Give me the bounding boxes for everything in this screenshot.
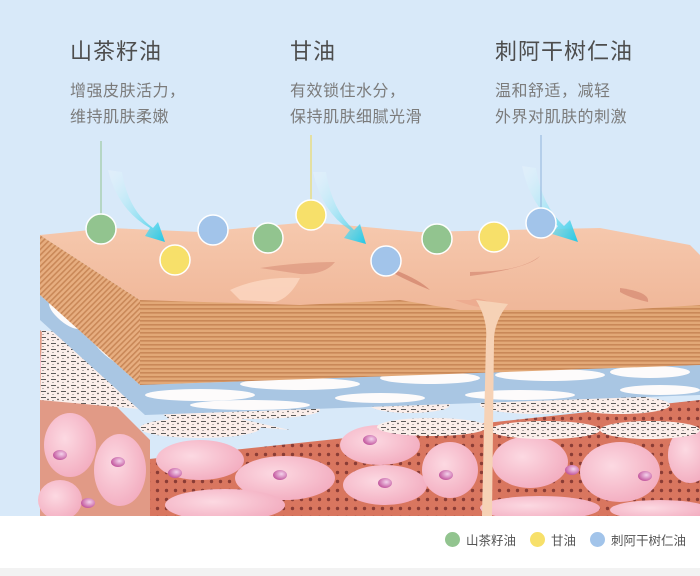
cell-group	[38, 329, 700, 516]
callout-title: 山茶籽油	[70, 40, 163, 65]
callout-desc-line: 有效锁住水分，	[290, 81, 406, 100]
skin-cross-section-illustration	[38, 135, 700, 516]
callout-title: 甘油	[290, 40, 337, 65]
bottom-divider	[0, 568, 700, 576]
callout-desc-line: 外界对肌肤的刺激	[495, 107, 628, 126]
legend-label: 山茶籽油	[465, 533, 516, 548]
legend-item-argan: 刺阿干树仁油	[589, 530, 686, 549]
stratum-side	[40, 235, 140, 385]
nuclei	[53, 363, 652, 508]
legend-bar: 山茶籽油 甘油 刺阿干树仁油	[0, 516, 700, 568]
skin-surface	[40, 222, 700, 310]
legend-item-glycerin: 甘油	[529, 530, 576, 549]
blue-dot-icon	[589, 532, 605, 547]
callout-desc-line: 保持肌肤细腻光滑	[290, 107, 423, 126]
callout-argan-oil: 刺阿干树仁油 温和舒适，减轻 外界对肌肤的刺激	[495, 38, 633, 130]
molecule-dots	[85, 199, 557, 277]
stratum-corneum	[140, 300, 700, 385]
barrier-layer	[40, 295, 700, 415]
penetration-arrows	[108, 166, 578, 244]
callout-camellia-oil: 山茶籽油 增强皮肤活力， 维持肌肤柔嫩	[70, 38, 186, 130]
legend-item-camellia: 山茶籽油	[444, 530, 516, 549]
callout-title: 刺阿干树仁油	[495, 40, 634, 65]
callout-desc-line: 温和舒适，减轻	[495, 81, 611, 100]
legend: 山茶籽油 甘油 刺阿干树仁油	[431, 530, 686, 549]
legend-label: 甘油	[550, 533, 576, 548]
green-dot-icon	[444, 532, 460, 547]
yellow-dot-icon	[529, 532, 545, 547]
skin-diagram: 山茶籽油 增强皮肤活力， 维持肌肤柔嫩 甘油 有效锁住水分， 保持肌肤细腻光滑 …	[0, 0, 700, 516]
callout-glycerin: 甘油 有效锁住水分， 保持肌肤细腻光滑	[290, 38, 422, 130]
callout-desc-line: 增强皮肤活力，	[70, 81, 186, 100]
legend-label: 刺阿干树仁油	[610, 533, 686, 548]
callout-desc-line: 维持肌肤柔嫩	[70, 107, 170, 126]
pore-channel	[476, 300, 508, 516]
